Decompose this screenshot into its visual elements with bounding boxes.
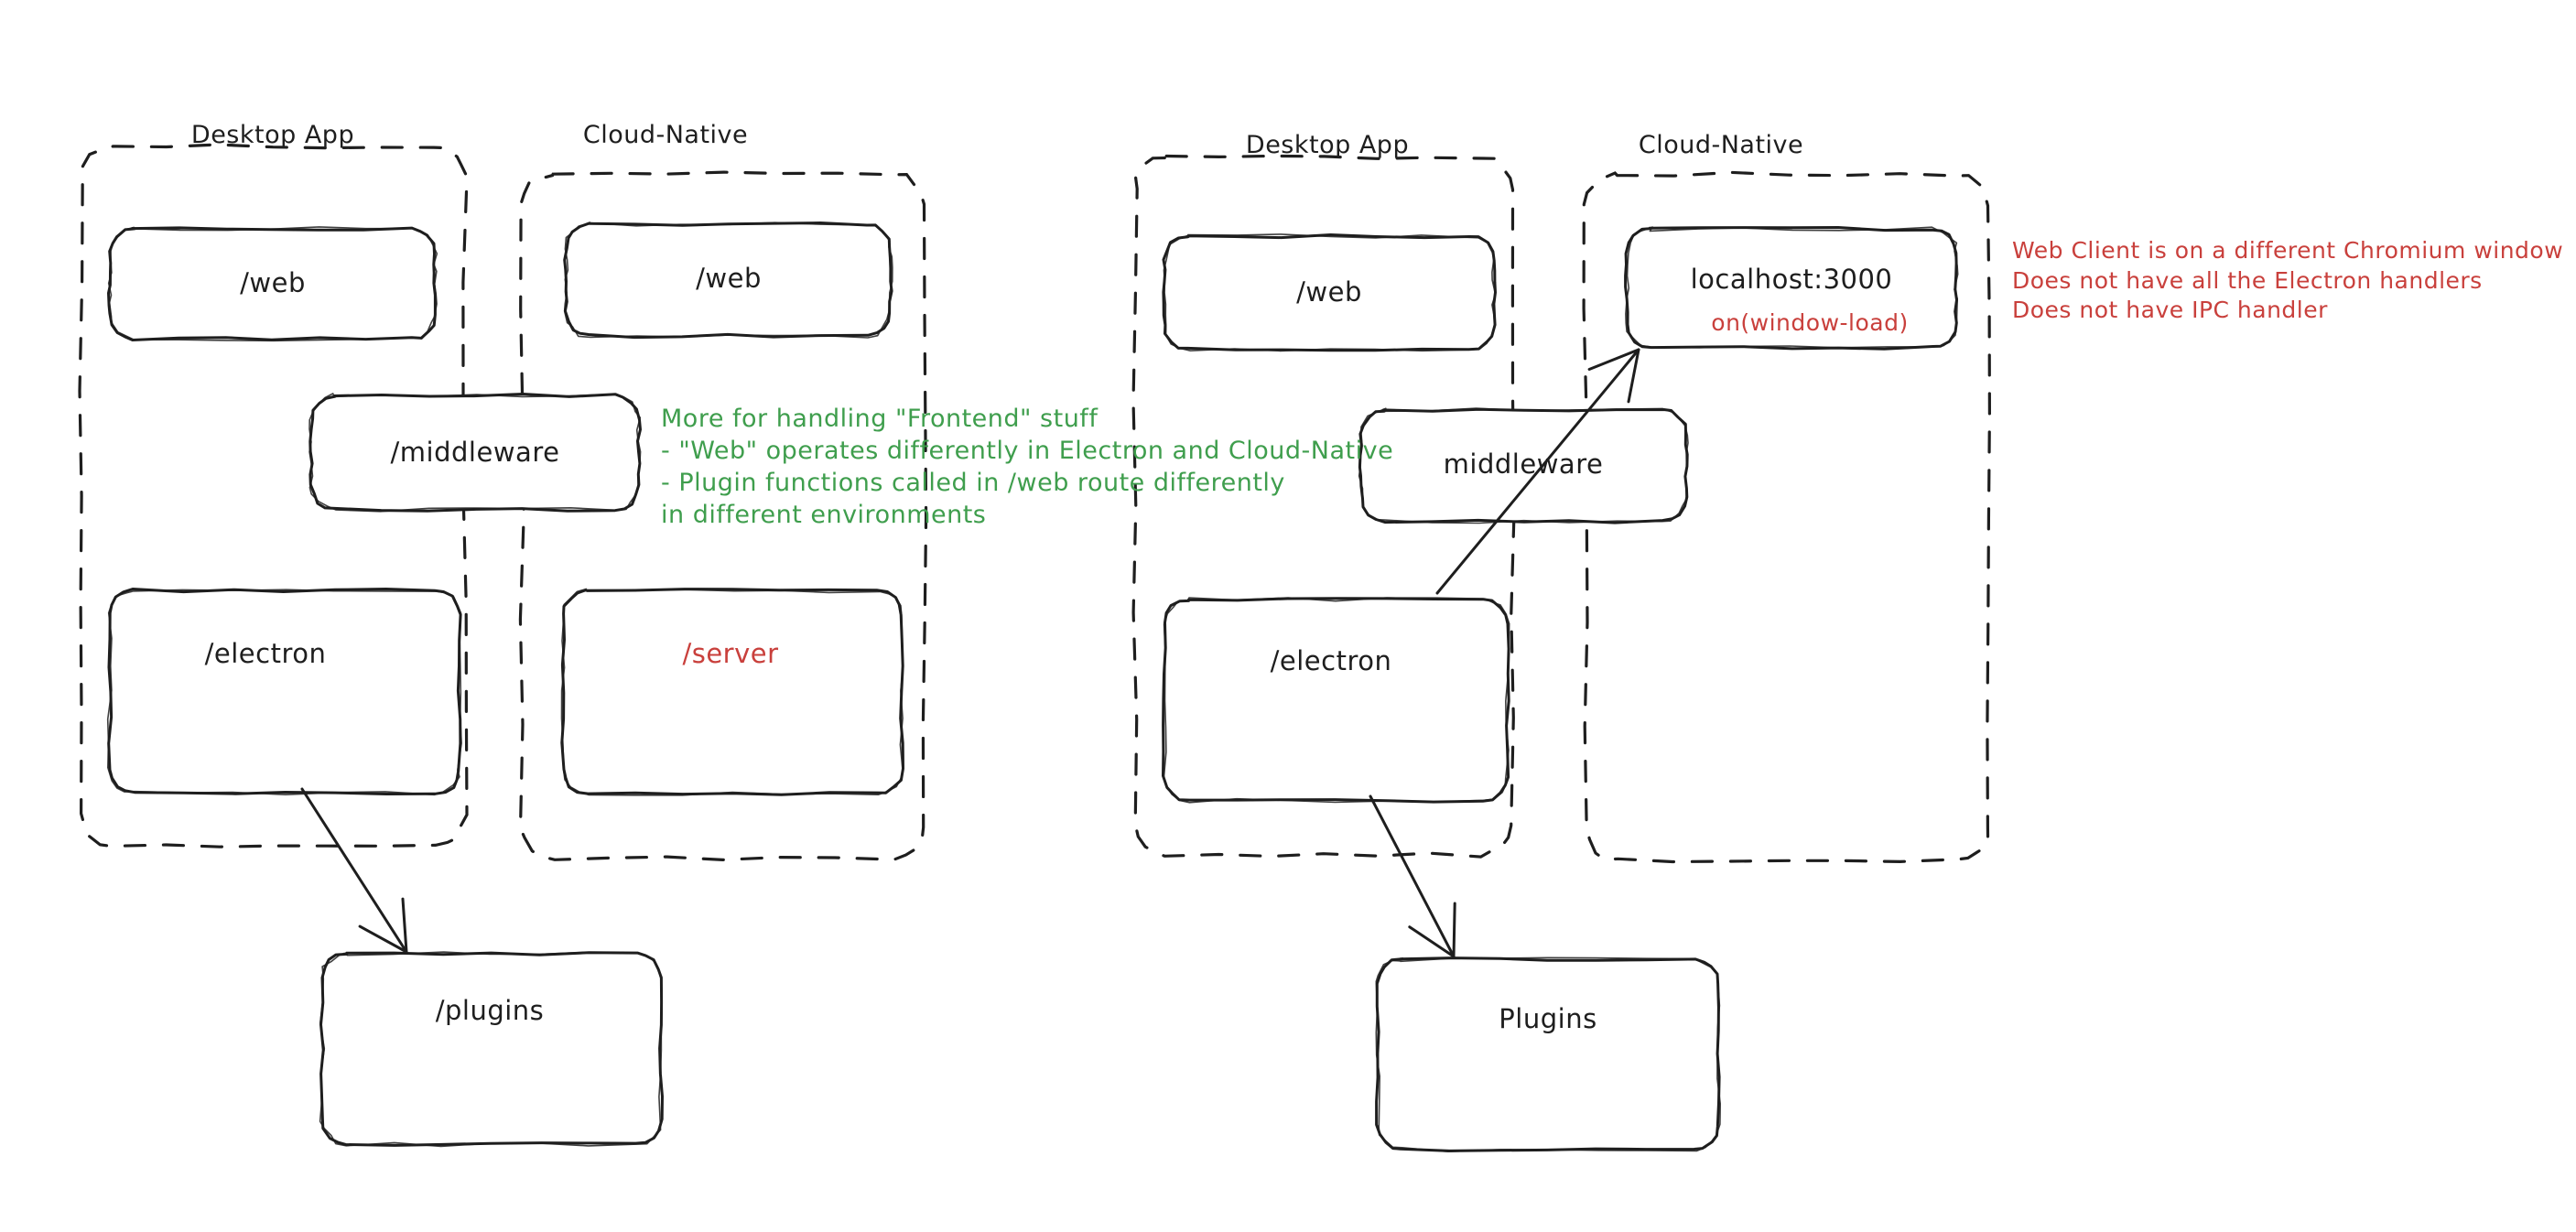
green-note-line-2: - Plugin functions called in /web route … <box>661 469 1285 498</box>
left-diagram <box>78 143 928 1148</box>
electron-to-plugins-arrow-left-head-0 <box>358 924 408 954</box>
middleware-node-right-label: middleware <box>1443 448 1604 480</box>
web-node-desktop-left-outline-2 <box>107 226 438 342</box>
electron-to-localhost-arrow-right-head-1 <box>1587 348 1640 371</box>
green-note-line-0: More for handling "Frontend" stuff <box>661 405 1099 433</box>
middleware-node-left-label: /middleware <box>390 437 560 468</box>
electron-to-plugins-arrow-right <box>1369 794 1456 958</box>
red-note: Web Client is on a different Chromium wi… <box>2012 236 2563 326</box>
green-note-line-3: in different environments <box>661 501 987 530</box>
electron-to-plugins-arrow-left <box>300 787 408 954</box>
green-note-line-1: - "Web" operates differently in Electron… <box>661 437 1394 466</box>
localhost-node-right-sublabel: on(window-load) <box>1711 309 1909 336</box>
server-node-left <box>560 588 904 796</box>
cloud-native-group-left-label: Cloud-Native <box>582 121 749 149</box>
electron-to-plugins-arrow-left-head-1 <box>401 897 408 954</box>
red-note-line-2: Does not have IPC handler <box>2012 297 2328 323</box>
cloud-native-group-right <box>1582 170 1992 864</box>
electron-node-right <box>1162 597 1510 804</box>
electron-node-right-label: /electron <box>1270 645 1392 676</box>
electron-node-left-label: /electron <box>204 638 327 669</box>
electron-to-localhost-arrow-right <box>1435 348 1640 595</box>
desktop-app-group-left-label: Desktop App <box>190 121 355 149</box>
green-note: More for handling "Frontend" stuff - "Web… <box>661 403 1393 531</box>
electron-to-plugins-arrow-right-head-1 <box>1452 902 1456 958</box>
electron-node-left <box>107 588 462 795</box>
electron-node-left-outline-2 <box>106 589 462 796</box>
plugins-node-right-outline-2 <box>1375 956 1721 1152</box>
electron-node-right-outline-2 <box>1163 597 1510 804</box>
plugins-node-left <box>319 951 664 1147</box>
localhost-node-right-label: localhost:3000 <box>1690 264 1893 295</box>
web-node-desktop-right-outline-2 <box>1163 233 1497 352</box>
plugins-node-right <box>1375 956 1721 1152</box>
middleware-node-left-outline-2 <box>308 393 642 513</box>
web-node-desktop-right-label: /web <box>1296 276 1362 308</box>
desktop-app-group-right-label: Desktop App <box>1245 131 1410 159</box>
plugins-node-left-label: /plugins <box>435 995 545 1026</box>
plugins-node-left-outline-2 <box>319 951 663 1148</box>
right-diagram <box>1131 154 1992 1152</box>
web-node-desktop-left-label: /web <box>240 267 306 298</box>
cloud-native-group-right-label: Cloud-Native <box>1638 131 1804 159</box>
web-node-cloud-left-label: /web <box>696 263 762 294</box>
localhost-node-right-outline-2 <box>1625 226 1959 349</box>
server-node-left-label: /server <box>682 638 779 669</box>
desktop-app-group-right <box>1131 154 1516 859</box>
electron-to-plugins-arrow-right-head-0 <box>1408 925 1456 958</box>
red-note-line-0: Web Client is on a different Chromium wi… <box>2012 237 2564 264</box>
electron-to-localhost-arrow-right-head-0 <box>1627 348 1640 404</box>
web-node-cloud-left-outline-2 <box>563 222 893 339</box>
red-note-line-1: Does not have all the Electron handlers <box>2012 266 2483 294</box>
server-node-left-outline-2 <box>560 588 904 796</box>
middleware-node-right-outline-2 <box>1358 407 1689 524</box>
desktop-app-group-left <box>78 143 469 848</box>
plugins-node-right-label: Plugins <box>1499 1003 1597 1034</box>
